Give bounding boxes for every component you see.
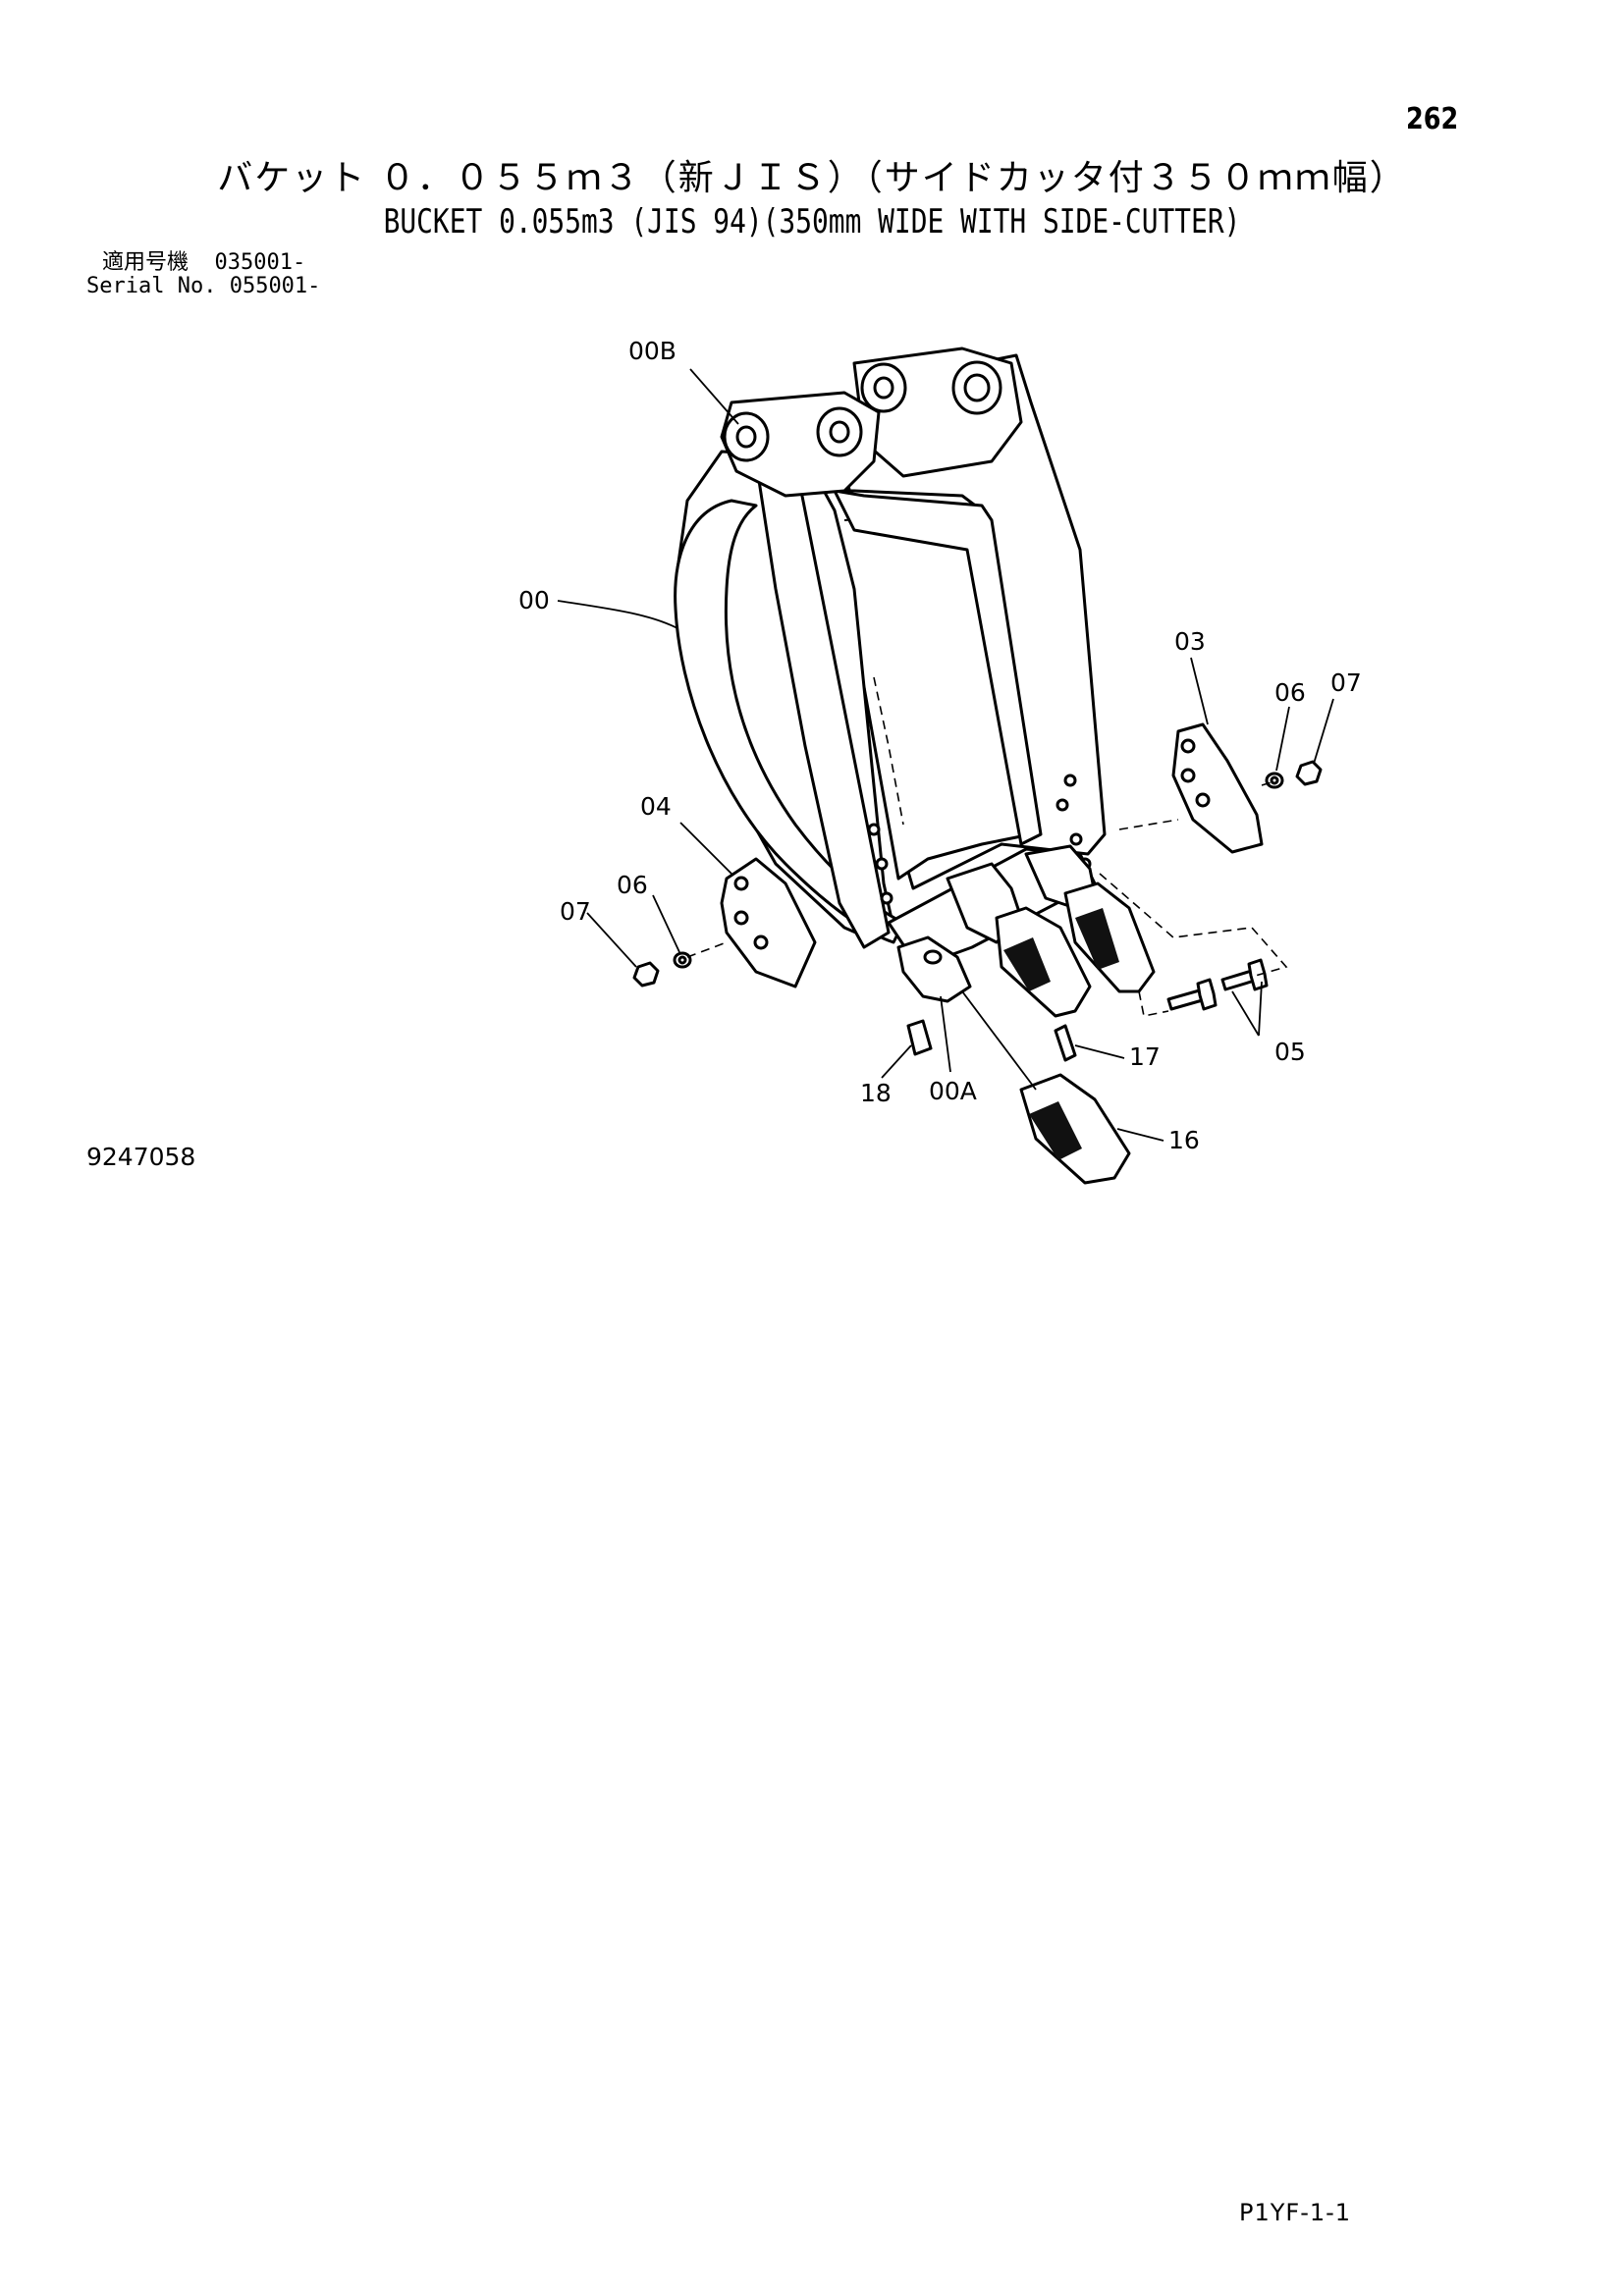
part-16-tooth [1019, 1073, 1131, 1185]
drawing-number: 9247058 [86, 1143, 196, 1171]
serial-label-en: Serial No. [86, 274, 217, 298]
assembly-line-right-cutter [1118, 819, 1179, 830]
side-cutter-right-hole-3 [1195, 792, 1211, 808]
installed-tooth-left [995, 906, 1092, 1018]
callout-07-right: 07 [1330, 668, 1362, 697]
page-number: 262 [1406, 102, 1459, 136]
callout-05: 05 [1274, 1038, 1306, 1066]
leader-06-left [652, 894, 680, 953]
callout-labels: 00B 00 03 06 07 04 06 07 05 17 18 00A 16 [518, 337, 1362, 1154]
side-cutter-left-hole-3 [753, 934, 769, 950]
callout-07-left: 07 [560, 897, 591, 926]
callout-00A: 00A [929, 1077, 977, 1105]
bolt-hole-left-2 [875, 857, 889, 871]
serial-value-jp: 035001- [214, 250, 306, 275]
assembly-line-bolts [1099, 873, 1288, 978]
leader-00B [689, 368, 739, 425]
leader-00A [940, 995, 951, 1073]
leader-05 [1231, 981, 1263, 1037]
bolt-hole-left-3 [880, 891, 893, 905]
washer-06-left-hole [677, 955, 687, 965]
leader-lines [557, 368, 1334, 1142]
bucket-front-side-frame [754, 459, 891, 949]
bucket-hidden-inner-line [873, 676, 904, 826]
callout-06-left: 06 [617, 871, 648, 899]
tooth-16-body [1019, 1073, 1131, 1185]
side-cutter-right-hole-1 [1180, 738, 1196, 754]
title-english: BUCKET 0.055m3 (JIS 94)(350mm WIDE WITH … [383, 202, 1241, 241]
callout-18: 18 [860, 1079, 892, 1107]
pin-boss-rear-1-hole [873, 376, 894, 400]
footer-page-code: P1YF-1-1 [1239, 2199, 1352, 2226]
part-18-lock [906, 1019, 933, 1056]
side-cutter-left-hole-1 [733, 876, 749, 891]
callout-04: 04 [640, 792, 672, 821]
leader-00 [557, 600, 678, 629]
side-cutter-right-plate [1171, 722, 1264, 854]
nut-07-right [1295, 760, 1323, 786]
leader-16 [1116, 1128, 1164, 1142]
assembly-line-left-cutter [686, 941, 728, 958]
pin-boss-front-1-hole [735, 425, 757, 449]
applicable-serial-en: Serial No. 055001- [86, 275, 320, 298]
bolt-hole-right-1 [1063, 774, 1077, 787]
leader-17 [1074, 1044, 1125, 1059]
fasteners [632, 760, 1323, 1011]
part-03-side-cutter-right [1171, 722, 1264, 854]
nut-07-left [632, 961, 660, 988]
assembly-line-right-washer [1261, 781, 1272, 786]
callout-03: 03 [1174, 627, 1206, 656]
serial-label-jp: 適用号機 [102, 250, 189, 275]
part-04-side-cutter-left [720, 857, 817, 988]
callout-00B: 00B [628, 337, 677, 365]
part-00A-pin-hole [923, 949, 943, 965]
leader-18 [881, 1044, 912, 1079]
installed-teeth [995, 881, 1156, 1018]
leader-07-left [586, 912, 637, 968]
side-cutter-left-plate [720, 857, 817, 988]
tooth-16-shade [1029, 1101, 1082, 1160]
bolt-hole-left-1 [867, 823, 881, 836]
leader-06-right [1275, 706, 1290, 772]
side-cutter-left-hole-2 [733, 910, 749, 926]
callout-16: 16 [1168, 1126, 1200, 1154]
serial-value-en: 055001- [229, 274, 321, 298]
part-17-pin [1054, 1024, 1077, 1062]
bolt-05-left-head [1196, 978, 1218, 1011]
pin-boss-rear-2-hole [963, 373, 991, 402]
assembly-line-adapter-tooth [961, 990, 1037, 1091]
callout-17: 17 [1129, 1042, 1161, 1071]
bucket-right-inner-frame [833, 489, 1043, 846]
leader-07-right [1313, 698, 1334, 765]
installed-tooth-left-shade [1003, 937, 1051, 991]
bolt-hole-right-3 [1069, 832, 1083, 846]
assembly-line-bolts-lower [1138, 990, 1169, 1017]
side-cutter-right-hole-2 [1180, 768, 1196, 783]
leader-03 [1190, 657, 1209, 725]
assembly-lines [686, 781, 1288, 1091]
washer-06-right-hole [1270, 775, 1279, 785]
leader-04 [679, 822, 732, 875]
installed-tooth-right-shade [1075, 908, 1119, 970]
bucket-shell [674, 499, 905, 944]
applicable-serial-jp: 適用号機 035001- [102, 251, 305, 275]
callout-00: 00 [518, 586, 550, 614]
title-japanese: バケット ０．０５５ｍ３（新ＪＩＳ）（サイドカッタ付３５０ｍｍ幅） [217, 158, 1407, 198]
part-00A-adapter [896, 935, 972, 1003]
bolt-hole-right-2 [1056, 798, 1069, 812]
pin-boss-front-2-hole [829, 420, 850, 444]
callout-06-right: 06 [1274, 678, 1306, 707]
bucket-body [674, 347, 1107, 969]
